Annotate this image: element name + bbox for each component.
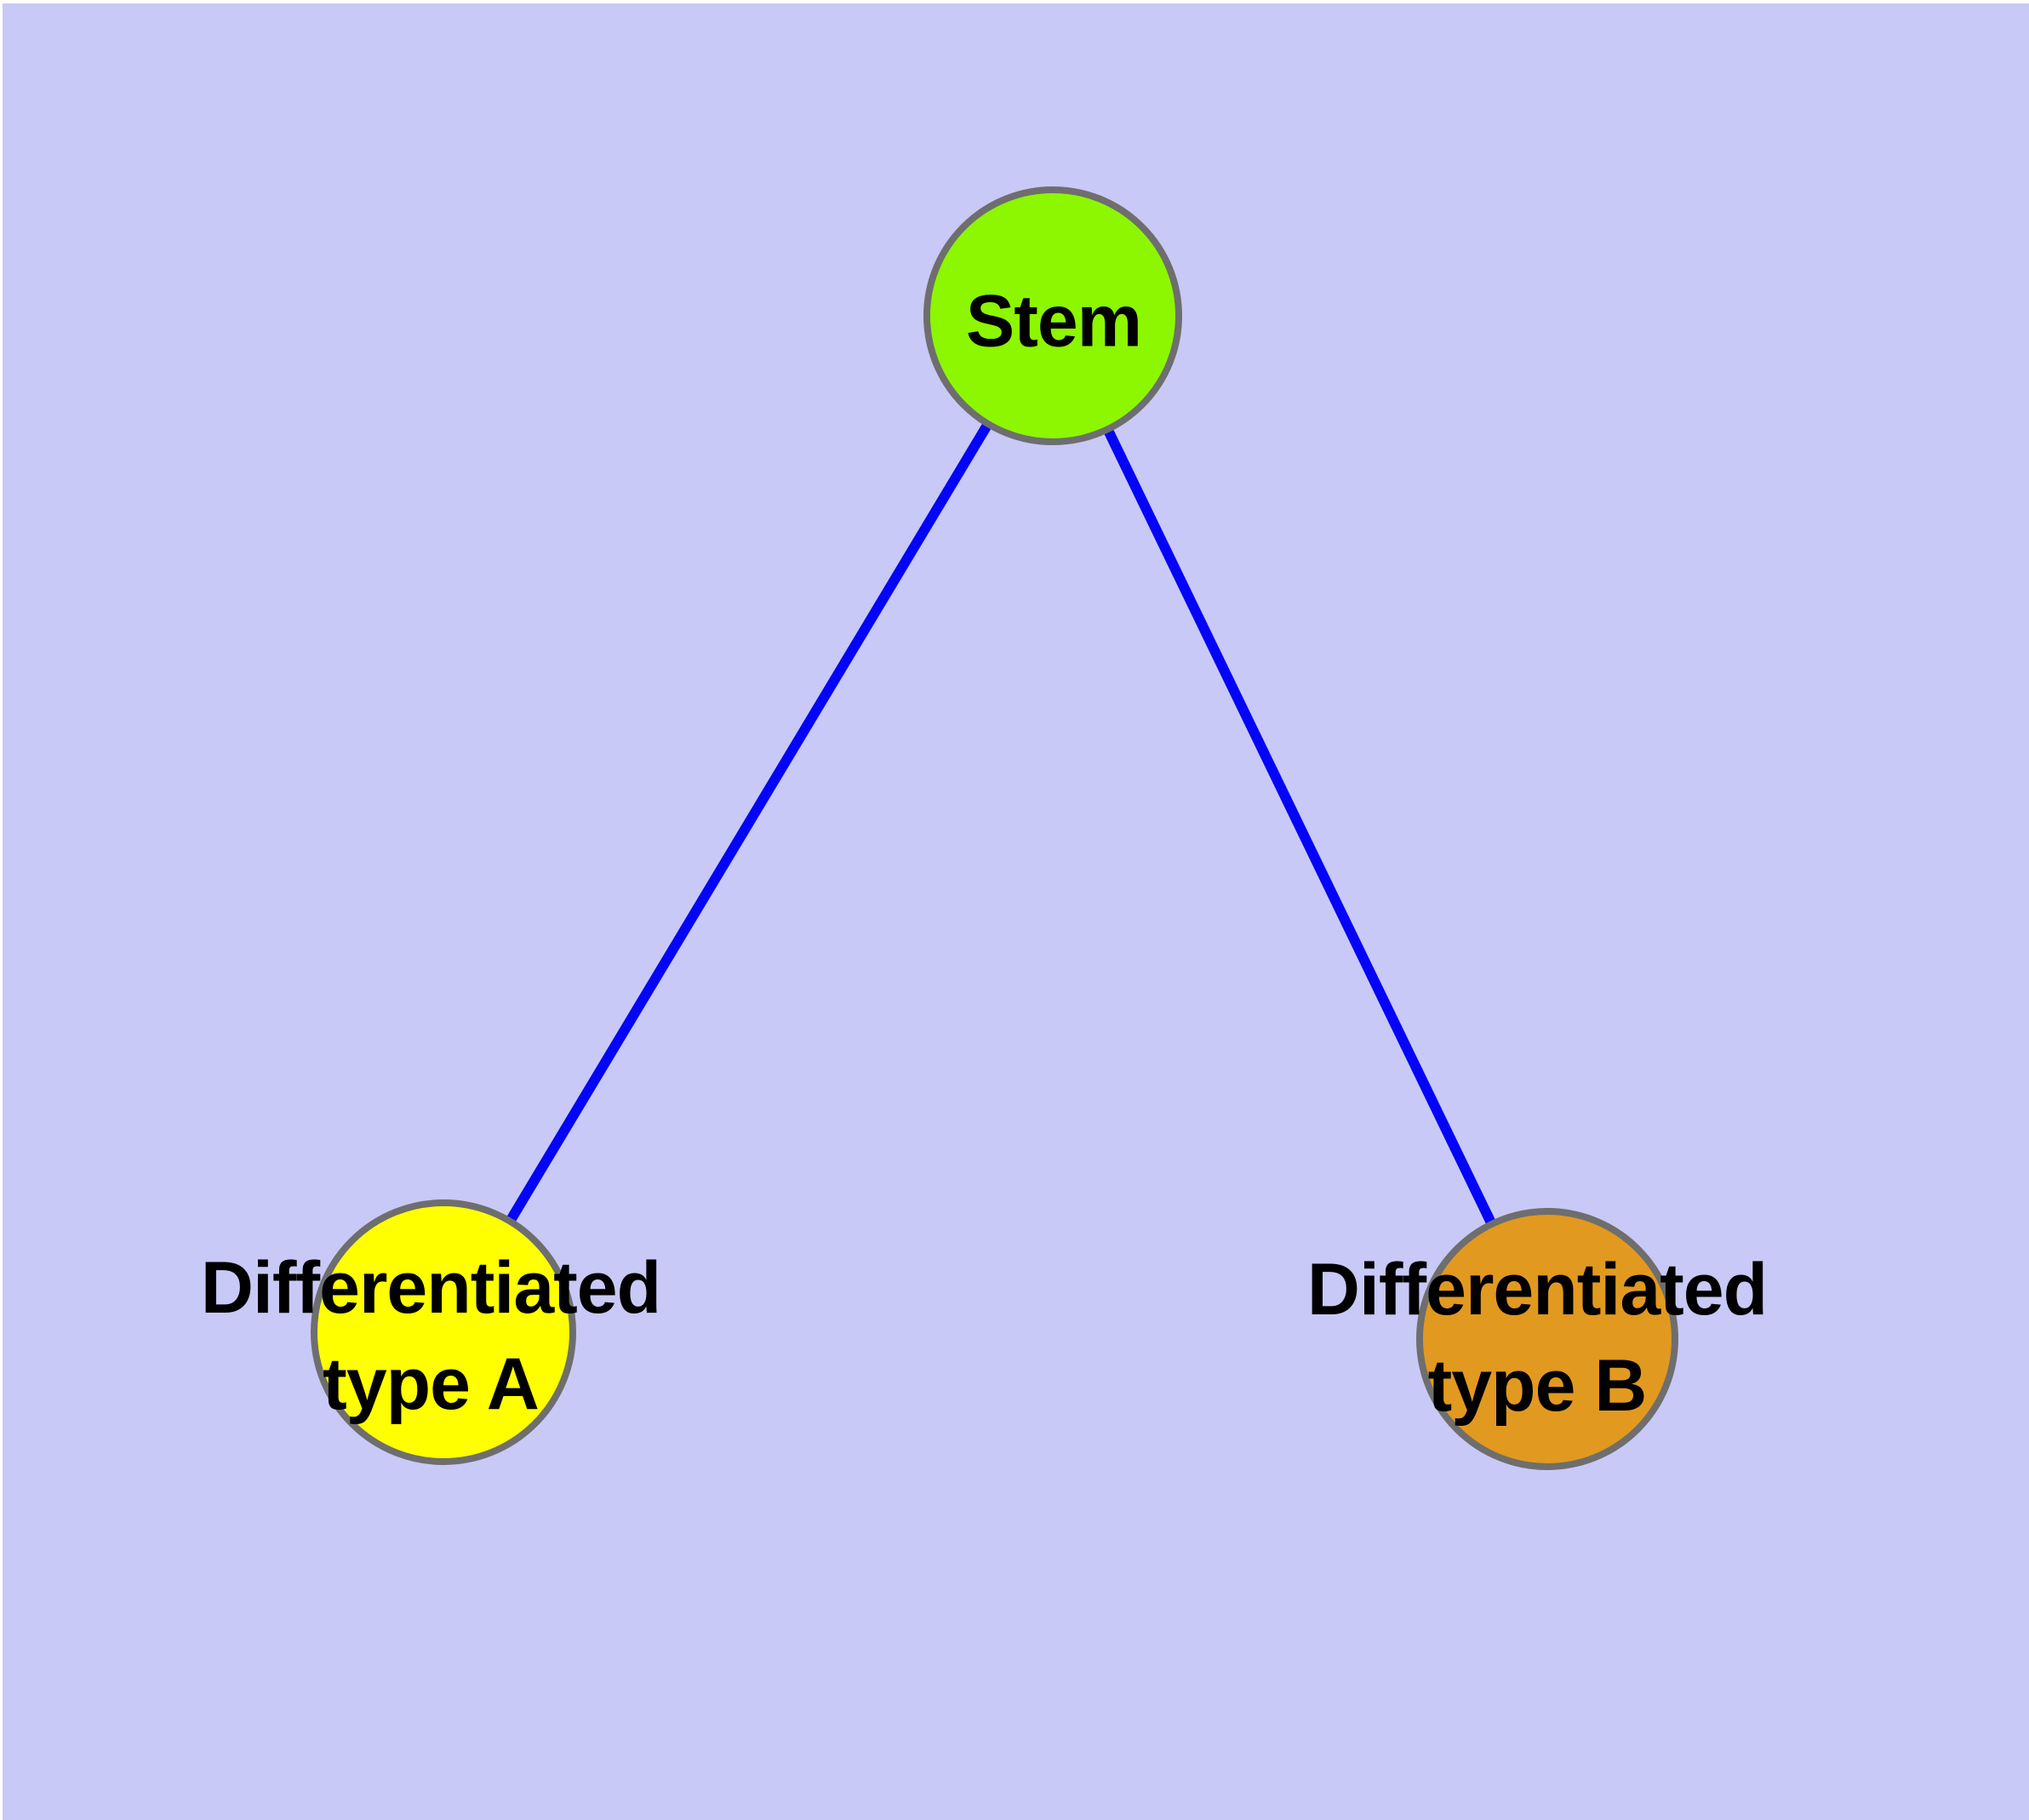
edge-stem-to-type-a (438, 312, 1058, 1336)
edge-stem-to-type-b (1048, 313, 1552, 1342)
node-differentiated-type-a (311, 1199, 576, 1465)
node-differentiated-type-b (1416, 1208, 1678, 1470)
node-stem (923, 186, 1182, 445)
